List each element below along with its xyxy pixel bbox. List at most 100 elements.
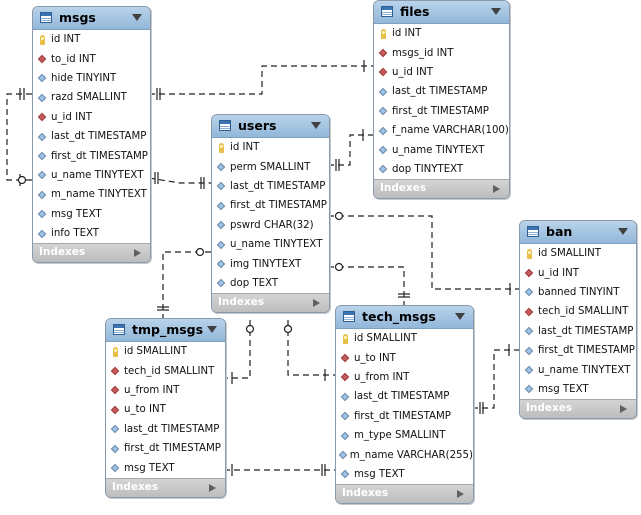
- column-name: first_dt TIMESTAMP: [51, 150, 148, 162]
- column-row[interactable]: first_dt TIMESTAMP: [106, 439, 225, 458]
- column-icon: [520, 288, 538, 297]
- column-row[interactable]: m_name TINYTEXT: [33, 185, 150, 204]
- column-row[interactable]: last_dt TIMESTAMP: [520, 322, 636, 341]
- column-icon-shape: [216, 221, 226, 230]
- column-name: last_dt TIMESTAMP: [124, 423, 220, 435]
- expand-arrow-icon[interactable]: [209, 483, 216, 492]
- column-row[interactable]: msg TEXT: [33, 205, 150, 224]
- column-row[interactable]: m_name VARCHAR(255): [336, 445, 473, 464]
- foreign-key-icon: [336, 373, 354, 382]
- column-row[interactable]: u_id INT: [374, 63, 509, 82]
- column-row[interactable]: last_dt TIMESTAMP: [106, 420, 225, 439]
- column-name: dop TEXT: [230, 277, 279, 289]
- column-icon-shape: [524, 365, 534, 375]
- column-row[interactable]: hide TINYINT: [33, 69, 150, 88]
- indexes-section[interactable]: Indexes: [212, 293, 329, 313]
- table-header[interactable]: ban: [520, 221, 636, 244]
- table-name: msgs: [59, 10, 96, 25]
- column-row[interactable]: msg TEXT: [520, 380, 636, 399]
- column-row[interactable]: u_from INT: [106, 381, 225, 400]
- column-row[interactable]: msg TEXT: [106, 458, 225, 477]
- collapse-arrow-icon[interactable]: [132, 14, 142, 21]
- table-header[interactable]: tech_msgs: [336, 306, 473, 329]
- cardinality-optional-mark: [334, 211, 344, 221]
- collapse-arrow-icon[interactable]: [207, 326, 217, 333]
- column-row[interactable]: razd SMALLINT: [33, 88, 150, 107]
- column-row[interactable]: dop TEXT: [212, 274, 329, 293]
- column-row[interactable]: banned TINYINT: [520, 283, 636, 302]
- cardinality-optional-mark: [283, 324, 293, 334]
- column-row[interactable]: id SMALLINT: [106, 342, 225, 361]
- column-row[interactable]: id SMALLINT: [336, 329, 473, 348]
- table-header[interactable]: tmp_msgs: [106, 319, 225, 342]
- collapse-arrow-icon[interactable]: [618, 228, 628, 235]
- column-row[interactable]: last_dt TIMESTAMP: [33, 127, 150, 146]
- column-row[interactable]: pswrd CHAR(32): [212, 216, 329, 235]
- column-row[interactable]: last_dt TIMESTAMP: [336, 387, 473, 406]
- primary-key-icon: [336, 333, 354, 344]
- relationship-line: [287, 320, 335, 376]
- column-icon-shape: [37, 171, 47, 180]
- indexes-section[interactable]: Indexes: [336, 484, 473, 504]
- indexes-section[interactable]: Indexes: [520, 399, 636, 419]
- column-icon: [212, 162, 230, 172]
- expand-arrow-icon[interactable]: [493, 185, 500, 194]
- column-icon-shape: [524, 385, 534, 394]
- table-header[interactable]: users: [212, 115, 329, 138]
- column-row[interactable]: u_name TINYTEXT: [33, 166, 150, 185]
- primary-key-icon: [212, 142, 230, 153]
- column-row[interactable]: first_dt TIMESTAMP: [374, 102, 509, 121]
- collapse-arrow-icon[interactable]: [491, 8, 501, 15]
- column-row[interactable]: id SMALLINT: [520, 244, 636, 263]
- column-row[interactable]: tech_id SMALLINT: [520, 302, 636, 321]
- column-row[interactable]: first_dt TIMESTAMP: [212, 196, 329, 215]
- column-row[interactable]: first_dt TIMESTAMP: [33, 146, 150, 165]
- column-row[interactable]: u_name TINYTEXT: [520, 360, 636, 379]
- column-row[interactable]: id INT: [374, 24, 509, 43]
- indexes-section[interactable]: Indexes: [106, 477, 225, 497]
- column-row[interactable]: u_name TINYTEXT: [374, 140, 509, 159]
- expand-arrow-icon[interactable]: [313, 299, 320, 308]
- indexes-section[interactable]: Indexes: [33, 243, 150, 263]
- column-row[interactable]: u_name TINYTEXT: [212, 235, 329, 254]
- expand-arrow-icon[interactable]: [457, 490, 464, 499]
- column-row[interactable]: to_id INT: [33, 49, 150, 68]
- table-header[interactable]: files: [374, 1, 509, 24]
- expand-arrow-icon[interactable]: [134, 249, 141, 258]
- collapse-arrow-icon[interactable]: [455, 313, 465, 320]
- column-row[interactable]: f_name VARCHAR(100): [374, 121, 509, 140]
- column-row[interactable]: u_id INT: [33, 108, 150, 127]
- column-row[interactable]: last_dt TIMESTAMP: [374, 82, 509, 101]
- column-row[interactable]: u_id INT: [520, 263, 636, 282]
- collapse-arrow-icon[interactable]: [311, 122, 321, 129]
- column-row[interactable]: info TEXT: [33, 224, 150, 243]
- column-row[interactable]: u_to INT: [336, 348, 473, 367]
- column-row[interactable]: tech_id SMALLINT: [106, 361, 225, 380]
- column-row[interactable]: u_to INT: [106, 400, 225, 419]
- indexes-section[interactable]: Indexes: [374, 179, 509, 199]
- column-name: dop TINYTEXT: [392, 163, 464, 175]
- relationship-line: [162, 251, 211, 318]
- column-name: u_to INT: [124, 404, 166, 416]
- column-row[interactable]: dop TINYTEXT: [374, 160, 509, 179]
- column-row[interactable]: msgs_id INT: [374, 43, 509, 62]
- column-row[interactable]: img TINYTEXT: [212, 254, 329, 273]
- column-row[interactable]: u_from INT: [336, 368, 473, 387]
- column-row[interactable]: last_dt TIMESTAMP: [212, 177, 329, 196]
- column-name: img TINYTEXT: [230, 258, 302, 270]
- column-row[interactable]: first_dt TIMESTAMP: [520, 341, 636, 360]
- column-row[interactable]: first_dt TIMESTAMP: [336, 407, 473, 426]
- column-row[interactable]: msg TEXT: [336, 465, 473, 484]
- column-row[interactable]: id INT: [33, 30, 150, 49]
- column-row[interactable]: id INT: [212, 138, 329, 157]
- table-header[interactable]: msgs: [33, 7, 150, 30]
- column-row[interactable]: perm SMALLINT: [212, 157, 329, 176]
- column-row[interactable]: m_type SMALLINT: [336, 426, 473, 445]
- expand-arrow-icon[interactable]: [620, 405, 627, 414]
